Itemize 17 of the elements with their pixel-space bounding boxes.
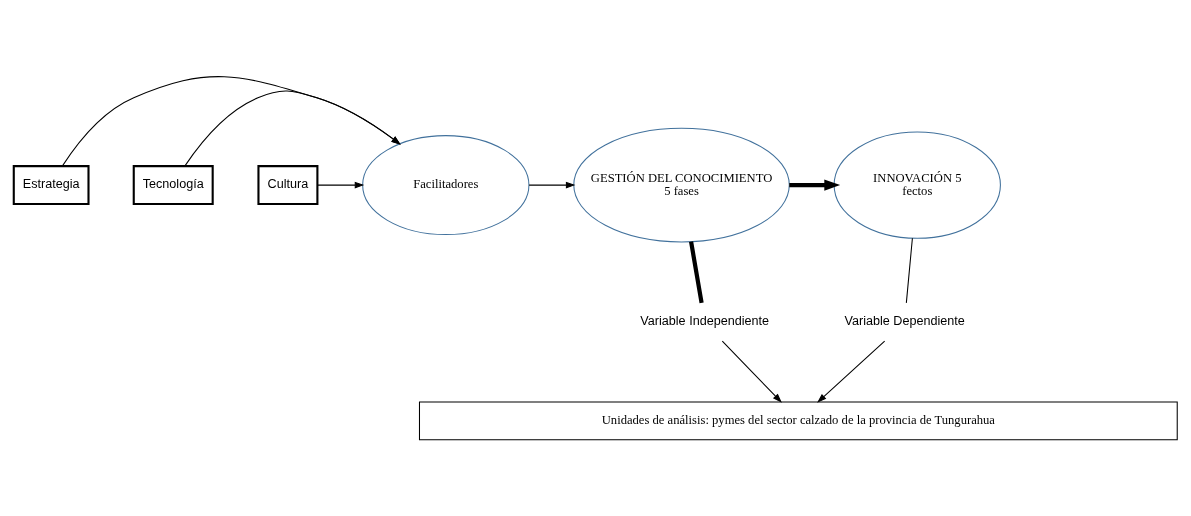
- node-box: Estrategia: [12, 165, 90, 206]
- connector: [689, 241, 704, 304]
- node-box: Cultura: [257, 165, 319, 206]
- connector: [905, 237, 913, 304]
- node-ellipse: GESTIÓN DEL CONOCIMIENTO 5 fases: [573, 127, 790, 243]
- arrow: [184, 90, 401, 167]
- arrow: [528, 181, 576, 189]
- arrow: [789, 179, 841, 191]
- node-box: Tecnología: [132, 165, 214, 206]
- node-box: Unidades de análisis: pymes del sector calzado de la provincia de Tungurahua: [418, 401, 1178, 441]
- arrow: [61, 76, 401, 167]
- arrow: [817, 340, 886, 403]
- node-ellipse: INNOVACIÓN 5 fectos: [833, 131, 1001, 239]
- node-text: Variable Dependiente: [844, 314, 965, 329]
- arrow: [721, 340, 782, 403]
- node-text: Variable Independiente: [640, 314, 770, 329]
- arrow: [317, 181, 365, 189]
